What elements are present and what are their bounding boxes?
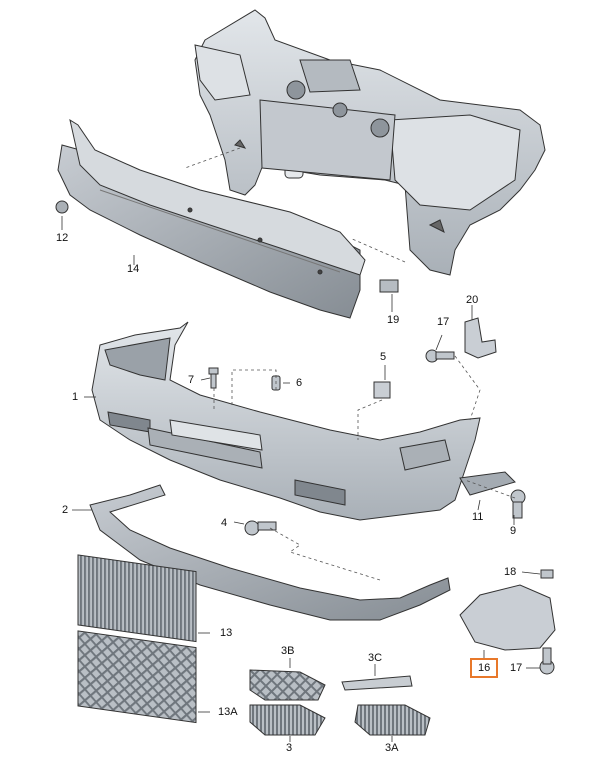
front-carrier bbox=[194, 9, 546, 276]
bracket-20 bbox=[464, 317, 497, 359]
label-19: 19 bbox=[387, 314, 400, 326]
grille-13 bbox=[77, 554, 197, 643]
fog-grilles bbox=[249, 669, 431, 736]
bumper-cover bbox=[91, 321, 481, 521]
label-17-upper: 17 bbox=[437, 316, 450, 328]
bracket-11 bbox=[459, 471, 516, 496]
label-9: 9 bbox=[510, 525, 517, 537]
assembly-lines bbox=[184, 147, 516, 581]
nut-12 bbox=[55, 200, 69, 214]
buffer-19 bbox=[379, 279, 399, 293]
grille-13a bbox=[77, 630, 197, 724]
leader-lines bbox=[61, 216, 541, 742]
label-13: 13 bbox=[220, 627, 233, 639]
label-14: 14 bbox=[127, 263, 140, 275]
label-5: 5 bbox=[380, 351, 387, 363]
label-1: 1 bbox=[72, 391, 79, 403]
label-17-lower: 17 bbox=[510, 662, 523, 674]
label-3c: 3C bbox=[368, 652, 383, 664]
label-6: 6 bbox=[296, 377, 303, 389]
clip-5 bbox=[373, 381, 391, 399]
cover-plate-16 bbox=[459, 584, 556, 651]
label-4: 4 bbox=[221, 517, 228, 529]
label-16-highlighted[interactable]: 16 bbox=[470, 658, 499, 678]
label-3: 3 bbox=[286, 742, 293, 754]
label-3a: 3A bbox=[385, 742, 399, 754]
impact-beam bbox=[57, 118, 366, 319]
label-2: 2 bbox=[62, 504, 69, 516]
label-13a: 13A bbox=[218, 706, 238, 718]
label-3b: 3B bbox=[281, 645, 295, 657]
label-20: 20 bbox=[466, 294, 479, 306]
label-11: 11 bbox=[472, 511, 484, 523]
label-18: 18 bbox=[504, 566, 517, 578]
label-12: 12 bbox=[56, 232, 69, 244]
lower-spoiler bbox=[89, 484, 451, 621]
label-7: 7 bbox=[188, 374, 195, 386]
